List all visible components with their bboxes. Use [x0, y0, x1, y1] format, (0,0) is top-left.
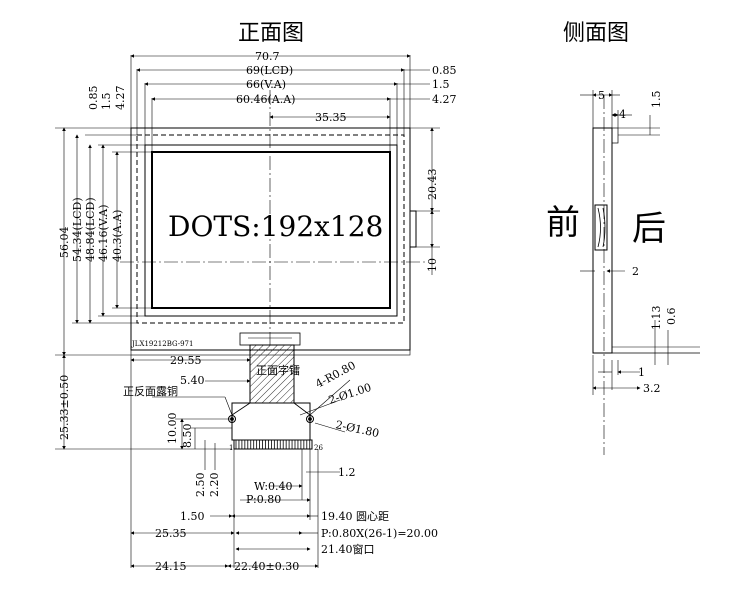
active-area: [151, 151, 391, 309]
side-dim-4: 4: [619, 108, 626, 121]
side-dim-5: 5: [598, 89, 605, 102]
dim-hole-spacing: 19.40 圆心距: [321, 510, 389, 523]
side-view: [592, 95, 700, 455]
side-view-title: 侧面图: [563, 21, 629, 46]
dim-lcd-width: 69(LCD): [246, 64, 293, 77]
dim-lcd2-height: 48.84(LCD): [84, 197, 97, 262]
pin-last: 26: [314, 444, 323, 452]
dim-2415: 24.15: [155, 560, 187, 573]
copper-note: 正反面露铜: [123, 384, 178, 398]
dim-hole-180: 2-Ø1.80: [334, 418, 380, 440]
dim-2955: 29.55: [170, 354, 202, 367]
dim-tail-length: 25.33±0.50: [58, 375, 71, 440]
dim-va-height: 46.16(V.A): [97, 204, 110, 262]
tail-dimension-lines: [55, 354, 351, 568]
side-front-label: 前: [546, 203, 580, 243]
dim-pin-width: W:0.40: [254, 480, 293, 493]
dim-lcd-height: 54.34(LCD): [71, 197, 84, 262]
dim-overall-height: 56.04: [58, 227, 71, 259]
dim-top-085: 0.85: [87, 86, 100, 111]
side-dimension-lines: [580, 90, 669, 395]
dim-540: 5.40: [180, 374, 205, 387]
side-body: [592, 127, 613, 354]
side-back-label: 后: [632, 209, 666, 249]
dim-top-15: 1.5: [100, 93, 113, 111]
top-dimension-lines: [130, 54, 430, 152]
side-tab: [409, 210, 417, 248]
dim-right-427: 4.27: [432, 93, 457, 106]
side-dim-113: 1.13: [650, 306, 663, 331]
dim-overall-width: 70.7: [255, 50, 280, 63]
dim-window: 21.40窗口: [321, 542, 375, 556]
dim-1000: 10.00: [166, 413, 179, 445]
lcd-outline: [136, 134, 405, 324]
dim-850: 8.50: [181, 424, 194, 449]
pin-first: 1: [229, 444, 233, 452]
side-dim-1: 1: [638, 366, 645, 379]
dim-250: 2.50: [194, 473, 207, 498]
display-resolution-label: DOTS:192x128: [168, 210, 383, 243]
dim-va-width: 66(V.A): [246, 78, 286, 91]
side-dim-2: 2: [632, 265, 639, 278]
dim-2535: 25.35: [155, 527, 187, 540]
fpc-tail: [249, 344, 295, 404]
side-tab-profile: [594, 204, 608, 251]
dim-right-15: 1.5: [432, 78, 450, 91]
left-dimension-lines: [55, 127, 152, 356]
dim-right-085: 0.85: [432, 64, 457, 77]
front-view-title: 正面图: [238, 21, 304, 46]
viewing-area: [144, 144, 398, 317]
dim-220: 2.20: [208, 473, 221, 498]
dim-aa-offset: 35.35: [315, 111, 347, 124]
fpc-pin-lines: [235, 440, 311, 449]
dim-top-427: 4.27: [114, 86, 127, 111]
dim-tab-height: 10: [426, 258, 439, 272]
side-dim-15: 1.5: [650, 91, 663, 109]
side-dim-06: 0.6: [665, 308, 678, 326]
right-dimension-lines: [410, 127, 440, 275]
dim-12: 1.2: [338, 466, 356, 479]
side-dim-32: 3.2: [643, 382, 661, 395]
dim-pitch-total: P:0.80X(26-1)=20.00: [321, 527, 438, 540]
dim-2240: 22.40±0.30: [234, 560, 299, 573]
dim-hole-100: 2-Ø1.00: [327, 381, 373, 407]
dim-pitch: P:0.80: [246, 493, 281, 506]
dim-150: 1.50: [180, 510, 205, 523]
part-number: JLX19212BG-971: [131, 340, 193, 348]
dim-tab-offset: 20.43: [426, 169, 439, 201]
fpc-pins: [233, 439, 313, 450]
tail-label: 正面字镭: [256, 363, 300, 377]
dim-aa-height: 40.3(A.A): [111, 210, 124, 262]
dim-aa-width: 60.46(A.A): [236, 93, 295, 106]
